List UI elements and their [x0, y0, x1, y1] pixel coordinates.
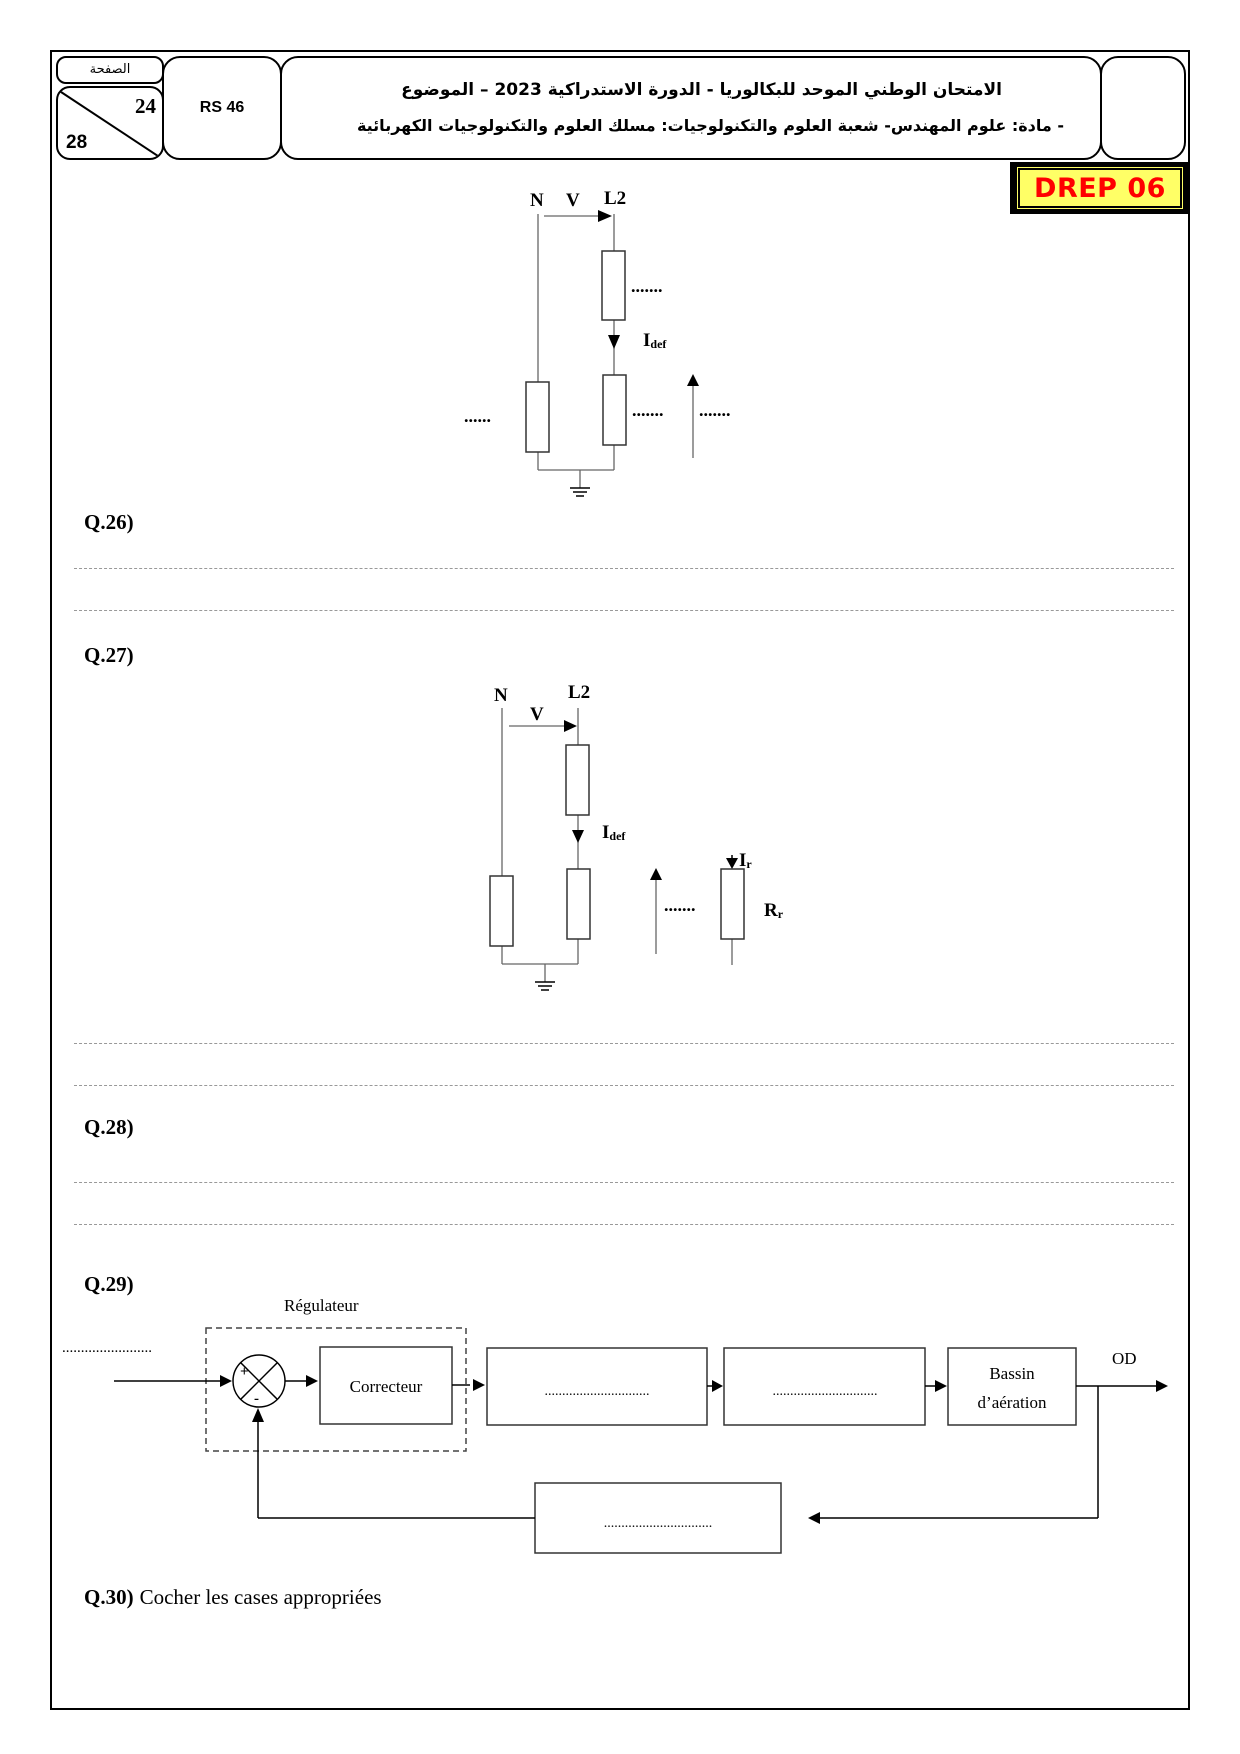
question-28: Q.28)	[84, 1115, 134, 1139]
feedback-blank[interactable]: ...............................	[604, 1516, 713, 1531]
label-v: V	[566, 190, 580, 211]
circuit-diagram-1: N V L2 Idef ....... ...... ....... .....…	[464, 188, 731, 497]
label-n: N	[494, 685, 508, 706]
page-total: 28	[66, 132, 88, 153]
page-number-box: 24 28	[56, 86, 164, 160]
answer-line[interactable]	[74, 1085, 1174, 1086]
ir-arrowhead	[726, 858, 738, 869]
v-arrowhead	[564, 720, 577, 732]
arrowhead	[306, 1375, 318, 1387]
resistor-lower	[566, 868, 591, 940]
arrowhead	[712, 1380, 723, 1392]
arrowhead	[808, 1512, 820, 1524]
idef-arrowhead	[572, 830, 584, 843]
label-l2: L2	[568, 682, 590, 703]
question-26: Q.26)	[84, 510, 134, 534]
document-id-text: DREP 06	[1017, 167, 1183, 209]
resistor-upper	[565, 744, 590, 816]
answer-line[interactable]	[74, 568, 1174, 569]
document-id-badge: DREP 06	[1010, 162, 1188, 214]
blank-voltage: .......	[664, 895, 696, 915]
exam-title-line2: - مادة: علوم المهندس- شعبة العلوم والتكن…	[356, 116, 1064, 135]
answer-line[interactable]	[74, 1224, 1174, 1225]
exam-code-text: RS 46	[199, 99, 245, 116]
arrowhead	[220, 1375, 232, 1387]
regulator-label: Régulateur	[284, 1296, 359, 1315]
block-3	[723, 1347, 926, 1426]
resistor-lower	[602, 374, 627, 446]
voltage-up-arrowhead	[687, 374, 699, 386]
block-3-blank[interactable]: ..............................	[773, 1384, 878, 1399]
label-ir: Ir	[739, 850, 752, 871]
output-label-od: OD	[1112, 1349, 1137, 1368]
question-27: Q.27)	[84, 643, 134, 667]
sum-minus-sign: -	[254, 1391, 259, 1407]
page-number-diagonal	[58, 89, 162, 158]
label-n: N	[530, 190, 544, 211]
label-v: V	[530, 704, 544, 725]
sum-plus-sign: +	[240, 1364, 249, 1380]
block-2	[486, 1347, 708, 1426]
circuit-diagram-2: N V L2 Idef Ir Rr .......	[489, 682, 784, 991]
page-frame	[50, 50, 1190, 1710]
answer-line[interactable]	[74, 610, 1174, 611]
blank-left-resistor: ......	[464, 406, 491, 426]
block-diagram: Régulateur ........................ + - …	[62, 1296, 1168, 1554]
output-arrowhead	[1156, 1380, 1168, 1392]
label-idef: Idef	[643, 330, 667, 351]
label-l2: L2	[604, 188, 626, 209]
question-30: Q.30)Cocher les cases appropriées	[84, 1585, 382, 1609]
label-idef: Idef	[602, 822, 626, 843]
process-label-line2: d’aération	[978, 1393, 1047, 1412]
blank-upper-resistor: .......	[631, 276, 663, 296]
corrector-block	[319, 1346, 453, 1425]
resistor-left	[525, 381, 550, 453]
label-rr: Rr	[764, 900, 784, 921]
answer-line[interactable]	[74, 1182, 1174, 1183]
process-label-line1: Bassin	[989, 1364, 1035, 1383]
input-blank[interactable]: ........................	[62, 1340, 152, 1356]
blank-voltage: .......	[699, 400, 731, 420]
voltage-up-arrowhead	[650, 868, 662, 880]
exam-title-line1: الامتحان الوطني الموحد للبكالوريا - الدو…	[401, 80, 1002, 100]
exam-title-box: الامتحان الوطني الموحد للبكالوريا - الدو…	[280, 56, 1102, 160]
resistor-upper	[601, 250, 626, 321]
process-block	[947, 1347, 1077, 1426]
resistor-rr	[720, 868, 745, 940]
corrector-label: Correcteur	[350, 1377, 423, 1396]
arrowhead	[935, 1380, 947, 1392]
answer-line[interactable]	[74, 1043, 1174, 1044]
arrowhead	[473, 1379, 485, 1391]
blank-lower-resistor: .......	[632, 400, 664, 420]
page-top-border	[50, 50, 1190, 52]
regulator-dashed-box	[205, 1327, 467, 1452]
question-30-text: Cocher les cases appropriées	[139, 1585, 382, 1609]
page-current: 24	[135, 94, 156, 118]
header-blank-box	[1100, 56, 1186, 160]
resistor-left	[489, 875, 514, 947]
arrowhead	[252, 1408, 264, 1422]
question-29: Q.29)	[84, 1272, 134, 1296]
v-arrowhead	[598, 210, 612, 222]
idef-arrowhead	[608, 335, 620, 349]
block-2-blank[interactable]: ..............................	[545, 1384, 650, 1399]
